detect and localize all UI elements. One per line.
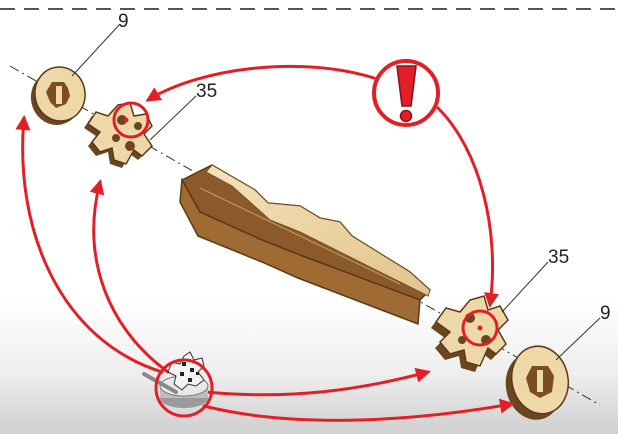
spacer-top <box>27 63 90 129</box>
gear-top-hole-dot <box>124 118 129 123</box>
part-label-spacer-bottom: 9 <box>600 304 611 323</box>
part-label-gear-top: 35 <box>196 82 217 101</box>
gear-top <box>84 103 152 168</box>
part-label-gear-bottom: 35 <box>548 248 569 267</box>
part-label-spacer-top: 9 <box>118 12 129 31</box>
exclamation-warning-icon <box>374 61 438 125</box>
gear-bottom-hole-dot <box>478 326 483 331</box>
